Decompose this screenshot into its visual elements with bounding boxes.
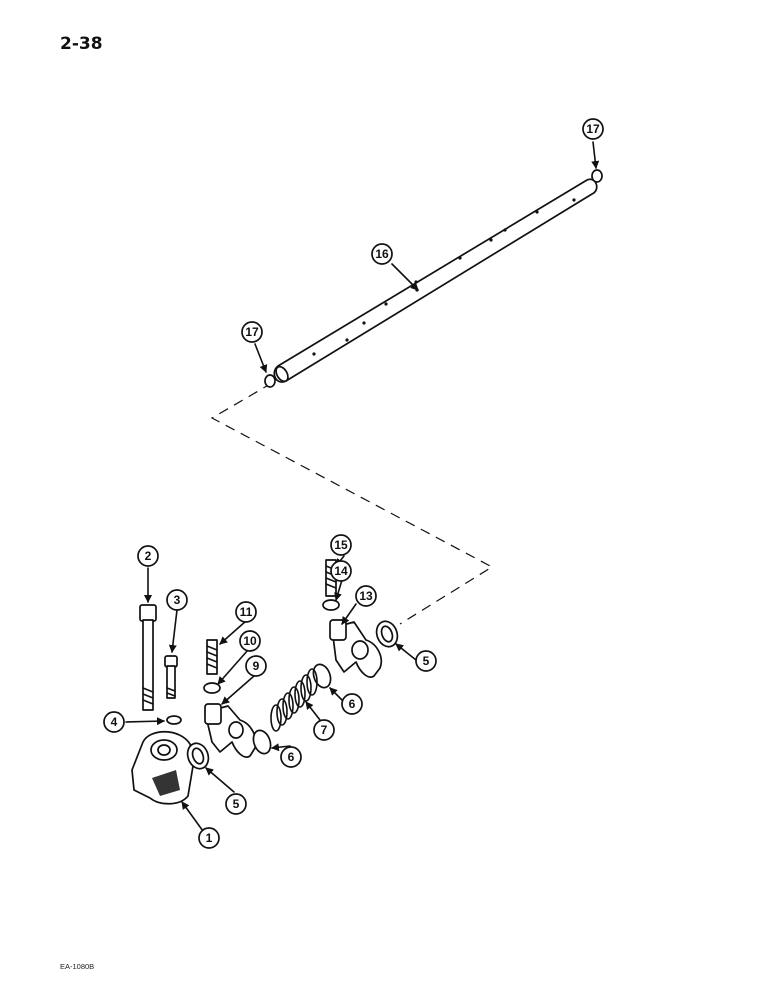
rocker-arm-right [329,619,383,678]
callout-2: 2 [137,545,159,567]
callout-17b: 17 [582,118,604,140]
thrust-washer-left [252,729,272,755]
svg-text:5: 5 [423,654,430,668]
long-bolt [139,604,157,711]
page-number: 2-38 [60,34,103,54]
shaft-plug-upper [591,169,603,183]
svg-text:15: 15 [334,538,348,552]
svg-text:6: 6 [288,750,295,764]
svg-text:17: 17 [586,122,600,136]
leader-17a [254,343,268,373]
callout-6b: 6 [341,693,363,715]
leader-14 [334,579,343,601]
locknut-right [322,599,340,611]
leader-11 [219,620,247,645]
svg-text:11: 11 [240,605,253,619]
spacer-ring-right [375,620,399,648]
rocker-spring [270,668,318,732]
callout-5a: 5 [225,793,247,815]
callout-15: 15 [330,534,352,556]
leader-17b [591,141,600,169]
callout-17a: 17 [241,321,263,343]
svg-text:1: 1 [206,831,213,845]
callout-14: 14 [330,560,352,582]
callout-11: 11 [235,601,257,623]
spacer-ring-left [186,742,210,770]
callout-3: 3 [166,589,188,611]
rocker-arm-left [204,703,257,758]
leader-4 [125,717,165,726]
svg-text:3: 3 [174,593,181,607]
locknut-left [203,682,221,694]
svg-text:10: 10 [243,634,257,648]
svg-text:14: 14 [334,564,348,578]
leader-6b [329,687,345,703]
shaft-plug-lower [264,374,276,388]
rocker-shaft [273,178,598,383]
callout-16: 16 [371,243,393,265]
svg-text:6: 6 [349,697,356,711]
leader-5b [395,643,417,661]
lock-washer [166,715,182,725]
svg-text:2: 2 [145,549,152,563]
svg-text:13: 13 [359,589,373,603]
callout-6a: 6 [280,746,302,768]
callout-1: 1 [198,827,220,849]
svg-text:4: 4 [111,715,118,729]
svg-text:7: 7 [321,723,328,737]
callout-10: 10 [239,630,261,652]
leader-5a [205,767,235,793]
leader-10 [217,649,249,685]
leader-7 [305,701,321,721]
callout-5b: 5 [415,650,437,672]
callout-13: 13 [355,585,377,607]
thrust-washer-right [312,663,332,689]
svg-text:9: 9 [253,659,260,673]
leader-16 [391,263,419,291]
short-bolt [164,655,178,699]
leader-6a [271,743,291,752]
svg-text:16: 16 [375,247,389,261]
leader-3 [168,609,178,653]
figure-code: EA-1080B [60,962,95,971]
leader-9 [221,675,255,705]
callout-9: 9 [245,655,267,677]
callout-4: 4 [103,711,125,733]
svg-text:5: 5 [233,797,240,811]
svg-text:17: 17 [245,325,259,339]
leader-13 [341,603,357,625]
adjusting-screw-left [206,639,218,675]
assembly-dashed-line [210,382,494,625]
shaft-support-bracket [131,730,195,805]
callout-7: 7 [313,719,335,741]
